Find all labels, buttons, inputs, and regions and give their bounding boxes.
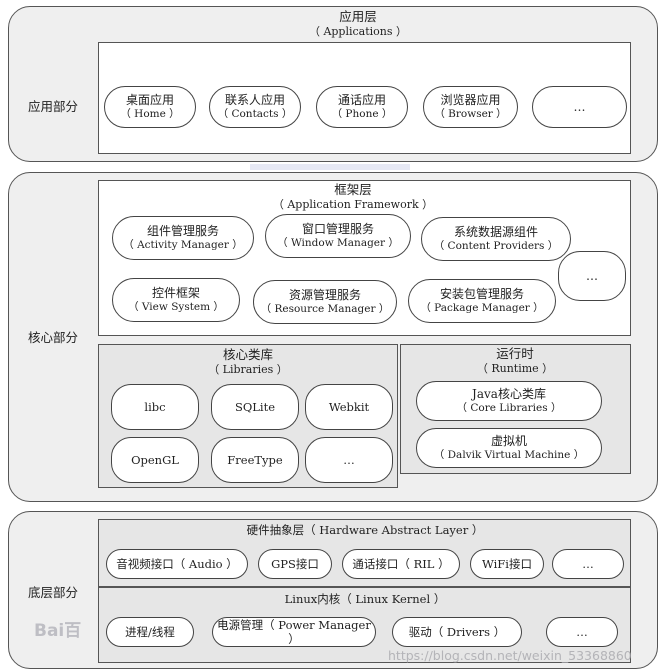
- content-providers-zh: 系统数据源组件: [453, 224, 538, 239]
- framework-layer-title-zh: 框架层: [334, 182, 372, 197]
- activity-manager-zh: 组件管理服务: [146, 223, 219, 238]
- app-phone-zh: 通话应用: [337, 92, 386, 107]
- application-layer-title-en: （ Applications ）: [308, 25, 408, 39]
- app-phone: 通话应用 （ Phone ）: [316, 86, 408, 128]
- application-layer-title-zh: 应用层: [339, 9, 377, 24]
- hal-title: 硬件抽象层（ Hardware Abstract Layer ）: [200, 523, 530, 538]
- view-system-zh: 控件框架: [151, 285, 200, 300]
- framework-more-text: …: [586, 268, 598, 283]
- content-providers-en: （ Content Providers ）: [433, 239, 559, 252]
- dalvik-vm-en: （ Dalvik Virtual Machine ）: [433, 448, 585, 461]
- hal-more: …: [552, 549, 624, 579]
- app-contacts-en: （ Contacts ）: [217, 107, 293, 120]
- framework-content-providers: 系统数据源组件 （ Content Providers ）: [421, 217, 571, 261]
- framework-view-system: 控件框架 （ View System ）: [112, 278, 240, 322]
- hal-ril-text: 通话接口（ RIL ）: [352, 556, 450, 571]
- lib-freetype-text: FreeType: [227, 452, 283, 467]
- libraries-title: 核心类库 （ Libraries ）: [188, 347, 308, 378]
- runtime-title: 运行时 （ Runtime ）: [455, 346, 575, 377]
- resource-manager-zh: 资源管理服务: [288, 287, 361, 302]
- application-layer-title: 应用层 （ Applications ）: [258, 9, 458, 40]
- framework-activity-manager: 组件管理服务 （ Activity Manager ）: [112, 216, 254, 260]
- libraries-title-en: （ Libraries ）: [208, 363, 288, 377]
- lib-opengl-text: OpenGL: [131, 452, 179, 467]
- core-libraries-zh: Java核心类库: [472, 386, 546, 401]
- hal-audio: 音视频接口（ Audio ）: [106, 549, 248, 579]
- kernel-process-thread-text: 进程/线程: [125, 624, 175, 639]
- app-contacts-zh: 联系人应用: [224, 92, 285, 107]
- lib-sqlite: SQLite: [211, 384, 299, 430]
- lib-libc: libc: [111, 384, 199, 430]
- framework-window-manager: 窗口管理服务 （ Window Manager ）: [265, 214, 411, 258]
- hal-gps: GPS接口: [258, 549, 332, 579]
- kernel-title-text: Linux内核（ Linux Kernel ）: [284, 592, 446, 606]
- framework-layer-title: 框架层 （ Application Framework ）: [238, 182, 468, 213]
- bottom-section-label: 底层部分: [28, 585, 79, 600]
- package-manager-zh: 安装包管理服务: [439, 286, 524, 301]
- dalvik-vm-zh: 虚拟机: [490, 433, 527, 448]
- view-system-en: （ View System ）: [128, 300, 224, 313]
- kernel-drivers-text: 驱动（ Drivers ）: [408, 624, 506, 639]
- app-home-zh: 桌面应用: [125, 92, 174, 107]
- kernel-power-manager: 电源管理（ Power Manager ）: [212, 617, 376, 647]
- window-manager-en: （ Window Manager ）: [277, 236, 399, 249]
- runtime-title-zh: 运行时: [496, 346, 534, 361]
- runtime-title-en: （ Runtime ）: [476, 362, 554, 376]
- faint-band: [250, 164, 410, 170]
- kernel-more-text: …: [576, 624, 588, 639]
- runtime-dalvik-vm: 虚拟机 （ Dalvik Virtual Machine ）: [416, 428, 602, 468]
- app-phone-en: （ Phone ）: [331, 107, 393, 120]
- resource-manager-en: （ Resource Manager ）: [260, 302, 390, 315]
- package-manager-en: （ Package Manager ）: [420, 301, 544, 314]
- activity-manager-en: （ Activity Manager ）: [123, 238, 243, 251]
- csdn-watermark-url: https://blog.csdn.net/weixin_53368860: [388, 648, 632, 663]
- lib-webkit: Webkit: [305, 384, 393, 430]
- lib-freetype: FreeType: [211, 437, 299, 483]
- hal-audio-text: 音视频接口（ Audio ）: [116, 556, 238, 571]
- hal-wifi-text: WiFi接口: [482, 556, 532, 571]
- lib-more-text: …: [343, 452, 355, 467]
- app-browser-en: （ Browser ）: [434, 107, 507, 120]
- hal-more-text: …: [582, 556, 594, 571]
- kernel-process-thread: 进程/线程: [106, 617, 194, 647]
- app-more-text: …: [573, 99, 586, 114]
- kernel-drivers: 驱动（ Drivers ）: [392, 617, 522, 647]
- framework-more: …: [558, 251, 626, 301]
- lib-sqlite-text: SQLite: [234, 399, 276, 414]
- app-home-en: （ Home ）: [120, 107, 180, 120]
- libraries-title-zh: 核心类库: [222, 347, 273, 362]
- kernel-power-manager-text: 电源管理（ Power Manager ）: [217, 617, 371, 646]
- lib-more: …: [305, 437, 393, 483]
- framework-resource-manager: 资源管理服务 （ Resource Manager ）: [253, 280, 397, 324]
- lib-opengl: OpenGL: [111, 437, 199, 483]
- app-contacts: 联系人应用 （ Contacts ）: [209, 86, 301, 128]
- hal-gps-text: GPS接口: [271, 556, 319, 571]
- runtime-core-libraries: Java核心类库 （ Core Libraries ）: [416, 381, 602, 421]
- application-section-label: 应用部分: [28, 99, 79, 114]
- app-home: 桌面应用 （ Home ）: [104, 86, 196, 128]
- core-section-label: 核心部分: [28, 330, 79, 345]
- baidu-watermark-logo: Bai百: [34, 621, 82, 641]
- app-browser-zh: 浏览器应用: [440, 92, 501, 107]
- hal-wifi: WiFi接口: [470, 549, 544, 579]
- window-manager-zh: 窗口管理服务: [301, 221, 374, 236]
- hal-ril: 通话接口（ RIL ）: [342, 549, 460, 579]
- kernel-more: …: [546, 617, 618, 647]
- framework-layer-title-en: （ Application Framework ）: [272, 198, 434, 212]
- core-libraries-en: （ Core Libraries ）: [456, 401, 562, 414]
- hal-title-text: 硬件抽象层（ Hardware Abstract Layer ）: [246, 523, 484, 537]
- lib-libc-text: libc: [144, 399, 166, 414]
- framework-package-manager: 安装包管理服务 （ Package Manager ）: [408, 279, 556, 323]
- lib-webkit-text: Webkit: [328, 399, 370, 414]
- kernel-title: Linux内核（ Linux Kernel ）: [220, 592, 510, 607]
- app-browser: 浏览器应用 （ Browser ）: [423, 86, 518, 128]
- app-more: …: [532, 86, 627, 128]
